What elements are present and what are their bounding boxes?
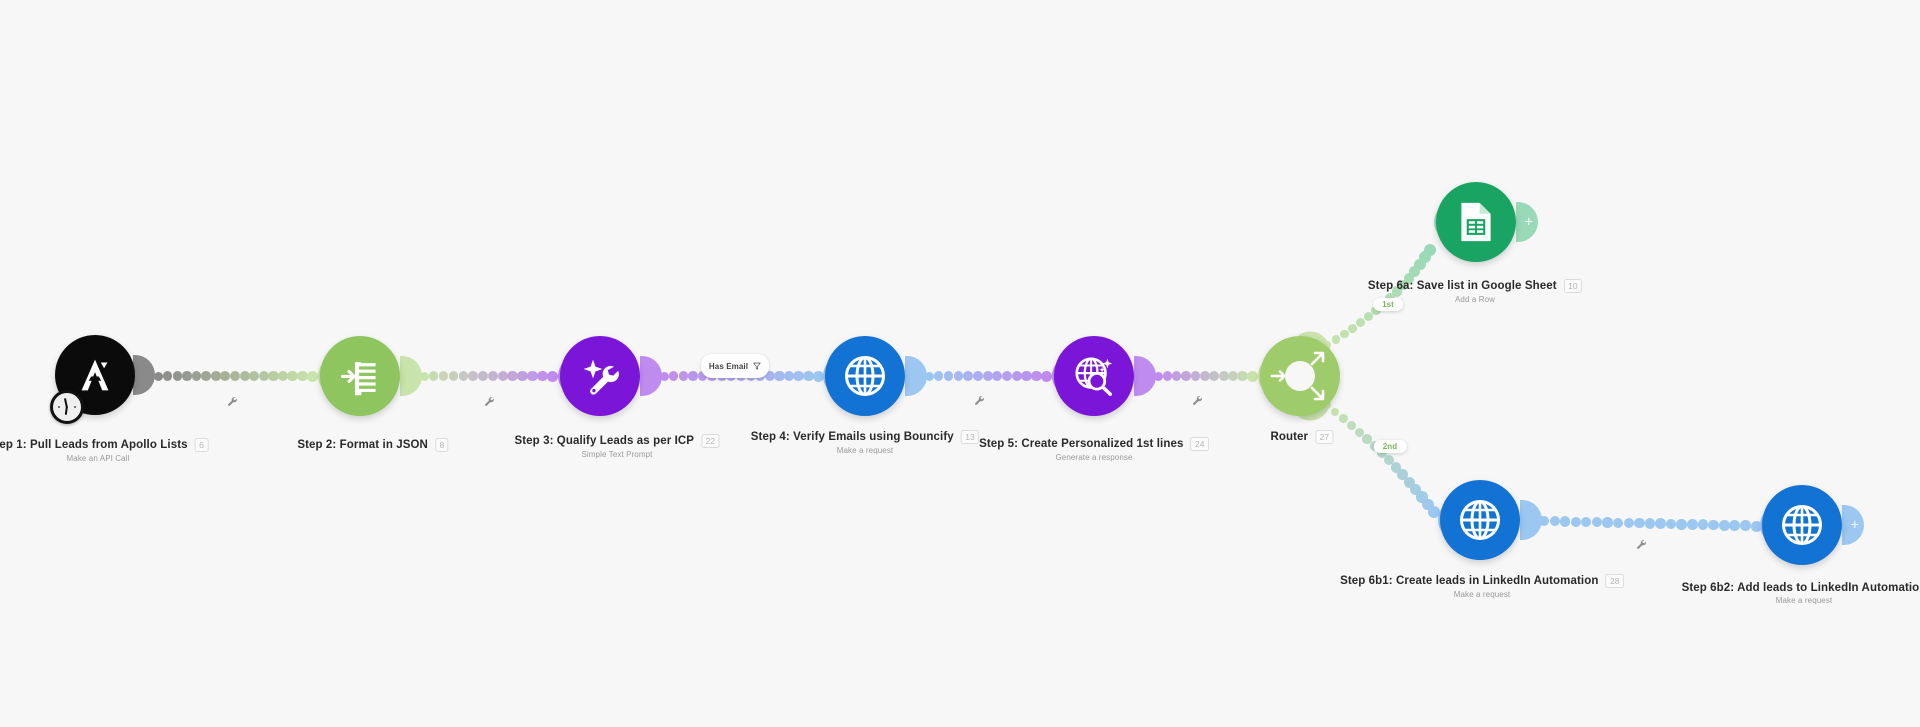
step4-output-connector[interactable]	[905, 356, 927, 396]
label-router: Router 27	[1270, 430, 1334, 444]
http-globe-icon	[1456, 496, 1504, 544]
label-step2: Step 2: Format in JSON 8	[297, 438, 449, 452]
router-title: Router	[1270, 430, 1309, 443]
http-globe-icon	[1778, 501, 1826, 549]
http-globe-icon	[841, 352, 889, 400]
step4-badge: 13	[960, 430, 980, 444]
step5-badge: 24	[1190, 437, 1209, 451]
label-step6b1: Step 6b1: Create leads in LinkedIn Autom…	[1340, 574, 1624, 599]
step1-output-connector[interactable]	[133, 355, 155, 395]
google-sheets-icon	[1455, 201, 1497, 243]
step1-badge: 6	[194, 438, 209, 452]
route-order-chip-2nd[interactable]: 2nd	[1373, 440, 1407, 453]
step4-subtitle: Make a request	[836, 445, 894, 455]
apollo-logo-icon	[72, 352, 118, 398]
step6b2-add-module-icon[interactable]: +	[1850, 516, 1860, 534]
node-step6a-google-sheets[interactable]	[1436, 182, 1516, 262]
wrench-icon-step2-step3[interactable]	[484, 394, 495, 412]
step3-subtitle: Simple Text Prompt	[581, 449, 653, 459]
label-step5: Step 5: Create Personalized 1st lines 24…	[979, 437, 1209, 462]
node-step4-bouncify[interactable]	[825, 336, 905, 416]
step5-subtitle: Generate a response	[1055, 452, 1133, 462]
label-step6b2: Step 6b2: Add leads to LinkedIn Automati…	[1682, 582, 1920, 605]
step1-subtitle: Make an API Call	[66, 453, 130, 463]
step2-output-connector[interactable]	[400, 356, 422, 396]
step6b2-output-connector[interactable]: +	[1842, 505, 1864, 545]
label-step1: Step 1: Pull Leads from Apollo Lists 6 M…	[0, 438, 209, 463]
router-center-hole	[1285, 361, 1315, 391]
wrench-icon-step1-step2[interactable]	[227, 394, 238, 412]
step4-title: Step 4: Verify Emails using Bouncify	[750, 430, 954, 443]
step6a-badge: 10	[1563, 279, 1583, 293]
step6b2-title: Step 6b2: Add leads to LinkedIn Automati…	[1681, 582, 1920, 594]
step6b2-subtitle: Make a request	[1775, 596, 1833, 605]
filter-chip-has-email[interactable]: Has Email	[700, 354, 770, 378]
step3-output-connector[interactable]	[640, 356, 662, 396]
step6a-title: Step 6a: Save list in Google Sheet	[1367, 279, 1557, 292]
ai-search-globe-icon	[1071, 353, 1117, 399]
step6b1-badge: 28	[1605, 574, 1624, 588]
step1-scheduler-clock-icon[interactable]	[50, 390, 84, 424]
step3-title: Step 3: Qualify Leads as per ICP	[514, 434, 695, 447]
filter-label: Has Email	[708, 361, 749, 371]
step3-badge: 22	[701, 434, 720, 448]
label-step6a: Step 6a: Save list in Google Sheet 10 Ad…	[1367, 279, 1583, 304]
label-step4: Step 4: Verify Emails using Bouncify 13 …	[750, 430, 980, 455]
step6a-add-module-icon[interactable]: +	[1524, 213, 1534, 231]
step6a-subtitle: Add a Row	[1454, 294, 1496, 304]
step6a-output-connector[interactable]: +	[1516, 202, 1538, 242]
node-step5-personalize[interactable]	[1054, 336, 1134, 416]
node-step6b2-linkedin-add[interactable]	[1762, 485, 1842, 565]
ai-wrench-icon	[578, 354, 623, 399]
route-order-chip-1st[interactable]: 1st	[1373, 298, 1403, 311]
step6b1-output-connector[interactable]	[1520, 500, 1542, 540]
wrench-icon-step5-router[interactable]	[1192, 393, 1203, 411]
route-2-label: 2nd	[1382, 442, 1398, 451]
node-step6b1-linkedin-create[interactable]	[1440, 480, 1520, 560]
node-router[interactable]	[1260, 336, 1340, 416]
step1-title: Step 1: Pull Leads from Apollo Lists	[0, 438, 188, 451]
wrench-icon-step4-step5[interactable]	[974, 393, 985, 411]
wrench-icon-step6b1-step6b2[interactable]	[1636, 537, 1647, 555]
label-step3: Step 3: Qualify Leads as per ICP 22 Simp…	[514, 434, 720, 459]
node-step2-json[interactable]	[320, 336, 400, 416]
step6b1-subtitle: Make a request	[1453, 589, 1511, 599]
step2-badge: 8	[434, 438, 449, 452]
step2-title: Step 2: Format in JSON	[297, 438, 428, 451]
step5-output-connector[interactable]	[1134, 356, 1156, 396]
funnel-icon	[753, 357, 761, 375]
node-step3-ai-qualify[interactable]	[560, 336, 640, 416]
router-arrows-icon	[1260, 336, 1340, 416]
route-1-label: 1st	[1382, 300, 1394, 309]
step5-title: Step 5: Create Personalized 1st lines	[979, 437, 1184, 450]
json-parser-icon	[338, 354, 382, 398]
step6b1-title: Step 6b1: Create leads in LinkedIn Autom…	[1340, 574, 1599, 587]
router-badge: 27	[1315, 430, 1334, 444]
